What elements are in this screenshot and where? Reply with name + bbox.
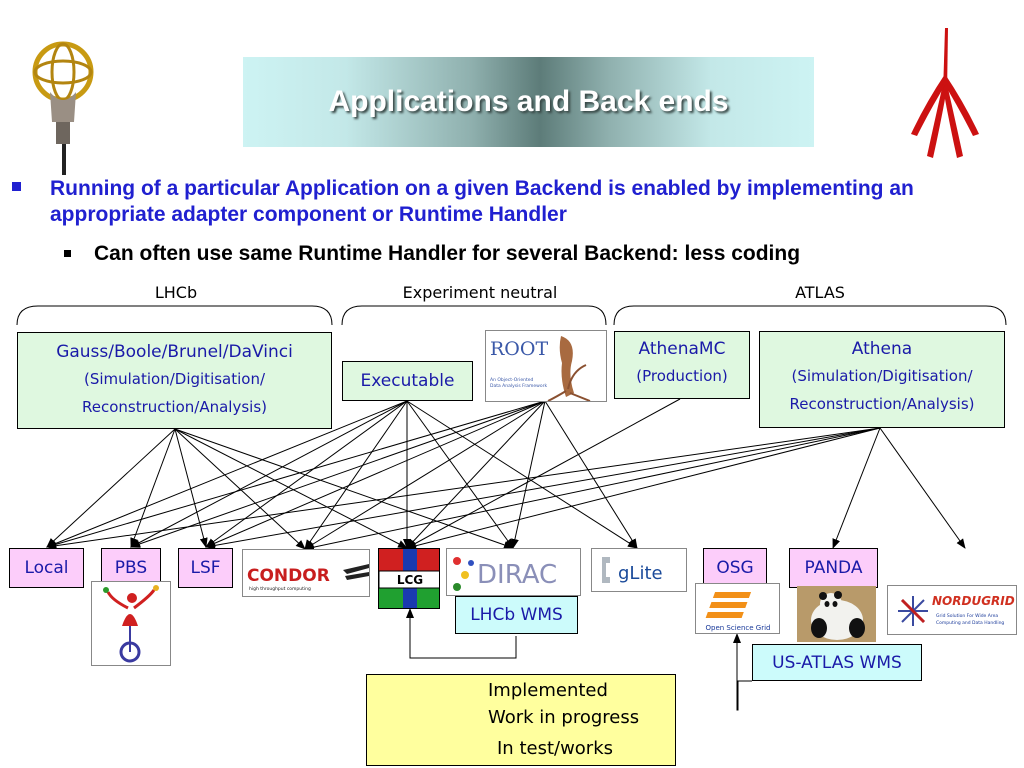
app-athena-box: Athena (Simulation/Digitisation/ Reconst… [759,331,1005,428]
backend-lsf-box: LSF [178,548,233,588]
bullet-square-icon [64,250,71,257]
svg-text:high throughput computing: high throughput computing [249,586,311,592]
arrow-athena-lcg [406,427,881,550]
backend-osg-box: OSG [703,548,767,588]
ganga-logo [905,24,985,164]
brace-neutral [341,305,607,326]
arrow-gauss-lcg [174,428,408,549]
atlas-statue-logo [28,30,98,175]
group-label-lhcb: LHCb [154,283,198,302]
condor-logo: CONDOR high throughput computing [242,549,370,597]
svg-text:Computing and Data Handling: Computing and Data Handling [936,620,1004,626]
backend-panda-box: PANDA [789,548,878,588]
legend-in-test: In test/works [497,738,614,759]
legend-in-progress: Work in progress [488,707,640,728]
arrow-gauss-dirac [174,428,514,549]
svg-text:LCG: LCG [397,573,423,587]
arrow-usatlaswms-osg [733,633,752,711]
arrow-athena-lsf [205,427,881,550]
nordugrid-logo: NORDUGRID Grid Solution For Wide Area Co… [887,585,1017,635]
arrow-lhcbwms-lcg [406,608,517,659]
panda-photo [797,586,876,642]
svg-text:NORDUGRID: NORDUGRID [932,594,1015,608]
title-banner: Applications and Back ends [243,57,814,147]
lhcb-wms-box: LHCb WMS [455,596,578,634]
arrow-exe-dirac [406,400,514,549]
arrow-gauss-lsf [174,428,208,548]
arrow-exe-lsf [205,400,408,548]
bullet-main: Running of a particular Application on a… [12,176,992,228]
arrow-gauss-local [46,428,176,548]
arrow-root-local [46,400,546,549]
osg-logo: Open Science Grid [695,583,780,634]
svg-text:ROOT: ROOT [490,338,548,360]
legend-implemented: Implemented [488,680,608,701]
svg-text:Grid Solution For Wide Area: Grid Solution For Wide Area [936,613,998,619]
lcg-logo: LCG [378,548,440,609]
bullet-sub: Can often use same Runtime Handler for s… [64,242,1004,266]
svg-text:CONDOR: CONDOR [247,566,330,586]
arrow-root-lcg [406,400,546,549]
arrow-exe-glite [406,400,638,549]
arrow-exe-local [46,400,408,548]
glite-logo: gLite [591,548,687,592]
pbs-unicycle-logo [91,581,171,666]
svg-text:An Object-Oriented: An Object-Oriented [490,377,534,383]
app-athenamc-box: AthenaMC (Production) [614,331,750,399]
arrow-athena-local [46,427,881,550]
svg-text:gLite: gLite [618,563,663,584]
brace-lhcb [16,305,333,326]
arrow-root-condor [304,400,546,550]
arrow-athenamc-lcg [406,398,681,549]
svg-text:DIRAC: DIRAC [477,560,557,590]
arrow-athena-panda [832,427,881,549]
us-atlas-wms-box: US-ATLAS WMS [752,644,922,681]
group-label-atlas: ATLAS [795,283,845,302]
svg-text:Open Science Grid: Open Science Grid [706,624,771,632]
app-executable-box: Executable [342,361,473,401]
slide-title: Applications and Back ends [328,85,729,118]
arrow-athena-condor [304,427,881,552]
arrow-exe-condor [304,400,408,550]
root-logo: ROOT An Object-Oriented Data Analysis Fr… [485,330,607,402]
app-gauss-box: Gauss/Boole/Brunel/DaVinci (Simulation/D… [17,332,332,429]
brace-atlas [613,305,1007,326]
svg-text:Data Analysis Framework: Data Analysis Framework [490,383,547,389]
bullet-square-icon [12,182,21,191]
legend-box [366,674,676,766]
arrow-root-dirac [511,400,546,549]
arrow-root-lsf [205,400,546,548]
arrow-root-glite [544,400,638,549]
arrow-root-pbs [130,400,546,548]
backend-local-box: Local [9,548,84,588]
arrow-exe-pbs [130,400,408,548]
dirac-logo: DIRAC [446,548,581,596]
arrow-athena-nordugrid [879,427,966,549]
group-label-neutral: Experiment neutral [402,283,558,302]
arrow-gauss-pbs [130,428,176,548]
